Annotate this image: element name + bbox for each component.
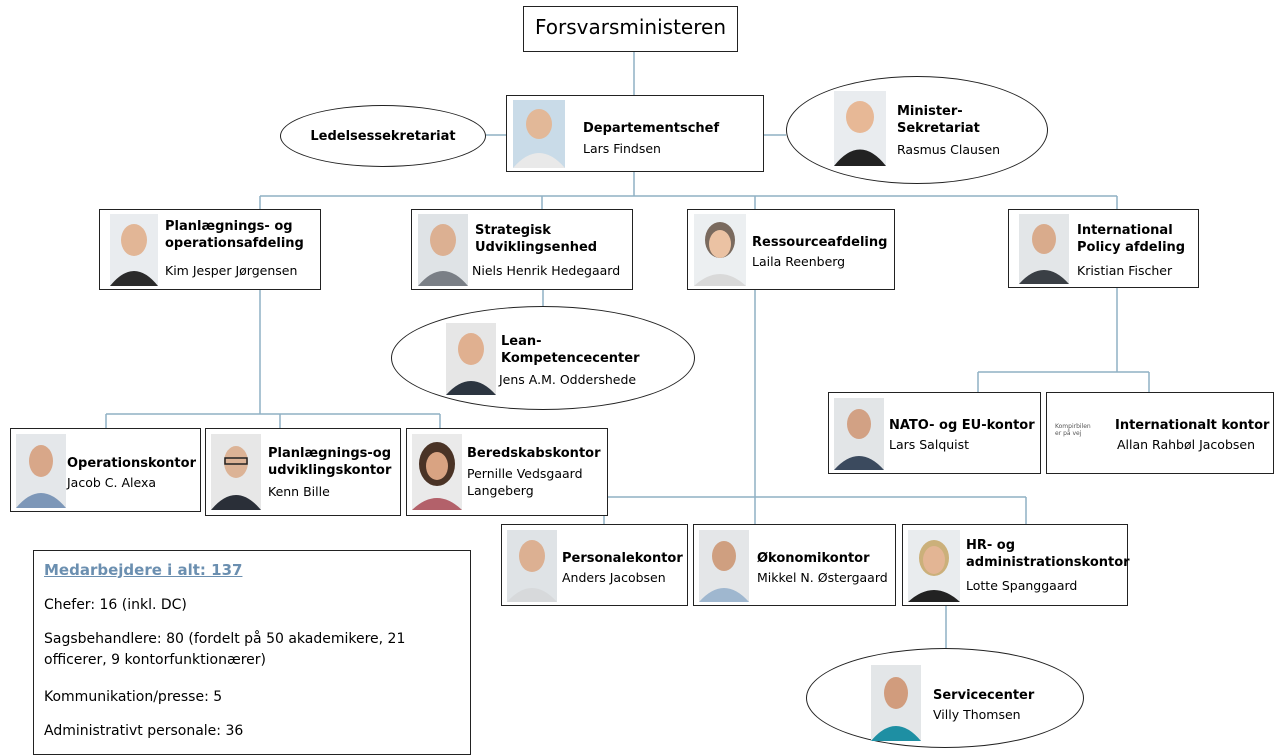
plan-afdeling-box[interactable]: Planlægnings- og operationsafdeling Kim … xyxy=(99,209,321,290)
minister-sekretariat-ellipse[interactable]: Minister- Sekretariat Rasmus Clausen xyxy=(786,76,1048,184)
departementschef-title: Departementschef xyxy=(583,121,720,136)
plan-afdeling-name: Kim Jesper Jørgensen xyxy=(165,263,298,278)
okonomikontor-name: Mikkel N. Østergaard xyxy=(757,570,888,585)
okonomikontor-title: Økonomikontor xyxy=(757,551,870,566)
ressource-photo xyxy=(694,214,746,286)
lean-photo xyxy=(446,323,496,395)
staff-line-chefer: Chefer: 16 (inkl. DC) xyxy=(44,597,187,613)
personalekontor-photo xyxy=(507,530,557,602)
international-policy-title: International Policy afdeling xyxy=(1077,223,1186,255)
lean-title: Lean- Kompetencecenter xyxy=(501,334,640,366)
staff-heading-link[interactable]: Medarbejdere i alt: 137 xyxy=(44,561,243,579)
departementschef-name: Lars Findsen xyxy=(583,141,661,156)
staff-line-administrativt: Administrativt personale: 36 xyxy=(44,723,244,739)
strategisk-title: Strategisk Udviklingsenhed xyxy=(475,223,598,255)
international-policy-box[interactable]: International Policy afdeling Kristian F… xyxy=(1008,209,1199,288)
minister-sekretariat-name: Rasmus Clausen xyxy=(897,142,1001,157)
operationskontor-title: Operationskontor xyxy=(67,456,196,471)
staff-info-box: Medarbejdere i alt: 137 Chefer: 16 (inkl… xyxy=(33,550,471,755)
hr-kontor-photo xyxy=(908,530,960,602)
operationskontor-name: Jacob C. Alexa xyxy=(67,475,157,490)
nato-eu-kontor-box[interactable]: NATO- og EU-kontor Lars Salquist xyxy=(828,392,1041,474)
servicecenter-ellipse[interactable]: Servicecenter Villy Thomsen xyxy=(806,648,1084,748)
ressource-box[interactable]: Ressourceafdeling Laila Reenberg xyxy=(687,209,895,290)
ressource-title: Ressourceafdeling xyxy=(752,235,888,250)
root-title: Forsvarsministeren xyxy=(534,15,726,39)
lean-name: Jens A.M. Oddershede xyxy=(499,372,637,387)
ledelsessekretariat-label: Ledelsessekretariat xyxy=(310,129,456,144)
planudv-kontor-box[interactable]: Planlægnings-og udviklingskontor Kenn Bi… xyxy=(205,428,401,516)
plan-afdeling-photo xyxy=(110,214,158,286)
servicecenter-photo xyxy=(871,665,921,741)
planudv-kontor-name: Kenn Bille xyxy=(268,484,330,499)
internationalt-kontor-name: Allan Rahbøl Jacobsen xyxy=(1117,437,1256,452)
root-box[interactable]: Forsvarsministeren xyxy=(523,6,738,52)
ledelsessekretariat-ellipse[interactable]: Ledelsessekretariat xyxy=(280,105,486,167)
plan-afdeling-title: Planlægnings- og operationsafdeling xyxy=(165,219,304,251)
beredskabskontor-name: Pernille Vedsgaard Langeberg xyxy=(467,466,583,498)
minister-sekretariat-title: Minister- Sekretariat xyxy=(897,104,980,136)
personalekontor-title: Personalekontor xyxy=(562,551,683,566)
nato-eu-kontor-title: NATO- og EU-kontor xyxy=(889,418,1035,433)
strategisk-photo xyxy=(418,214,468,286)
servicecenter-title: Servicecenter xyxy=(933,688,1035,703)
staff-line-sagsbehandlere: Sagsbehandlere: 80 (fordelt på 50 akadem… xyxy=(44,631,406,668)
servicecenter-name: Villy Thomsen xyxy=(933,707,1021,722)
beredskabskontor-box[interactable]: Beredskabskontor Pernille Vedsgaard Lang… xyxy=(406,428,608,516)
departementschef-box[interactable]: Departementschef Lars Findsen xyxy=(506,95,764,172)
international-policy-name: Kristian Fischer xyxy=(1077,263,1173,278)
internationalt-kontor-title: Internationalt kontor xyxy=(1115,418,1270,433)
ressource-name: Laila Reenberg xyxy=(752,254,846,269)
strategisk-name: Niels Henrik Hedegaard xyxy=(472,263,621,278)
okonomikontor-box[interactable]: Økonomikontor Mikkel N. Østergaard xyxy=(693,524,896,606)
staff-line-kommunikation: Kommunikation/presse: 5 xyxy=(44,689,223,705)
planudv-kontor-title: Planlægnings-og udviklingskontor xyxy=(268,446,392,478)
planudv-kontor-photo xyxy=(211,434,261,510)
hr-kontor-name: Lotte Spanggaard xyxy=(966,578,1078,593)
departementschef-photo xyxy=(513,100,565,168)
minister-sekretariat-photo xyxy=(834,91,886,166)
international-policy-photo xyxy=(1019,214,1069,284)
hr-kontor-title: HR- og administrationskontor xyxy=(966,538,1130,570)
internationalt-kontor-placeholder: Kompirbilen er på vej xyxy=(1055,423,1091,437)
strategisk-box[interactable]: Strategisk Udviklingsenhed Niels Henrik … xyxy=(411,209,633,290)
hr-kontor-box[interactable]: HR- og administrationskontor Lotte Spang… xyxy=(902,524,1130,606)
okonomikontor-photo xyxy=(699,530,749,602)
operationskontor-photo xyxy=(16,434,66,508)
beredskabskontor-title: Beredskabskontor xyxy=(467,446,601,461)
internationalt-kontor-box[interactable]: Kompirbilen er på vej Internationalt kon… xyxy=(1046,392,1274,474)
operationskontor-box[interactable]: Operationskontor Jacob C. Alexa xyxy=(10,428,201,512)
beredskabskontor-photo xyxy=(412,434,462,510)
nato-eu-kontor-photo xyxy=(834,398,884,470)
nato-eu-kontor-name: Lars Salquist xyxy=(889,437,970,452)
lean-ellipse[interactable]: Lean- Kompetencecenter Jens A.M. Oddersh… xyxy=(391,306,695,410)
personalekontor-box[interactable]: Personalekontor Anders Jacobsen xyxy=(501,524,688,606)
personalekontor-name: Anders Jacobsen xyxy=(562,570,666,585)
